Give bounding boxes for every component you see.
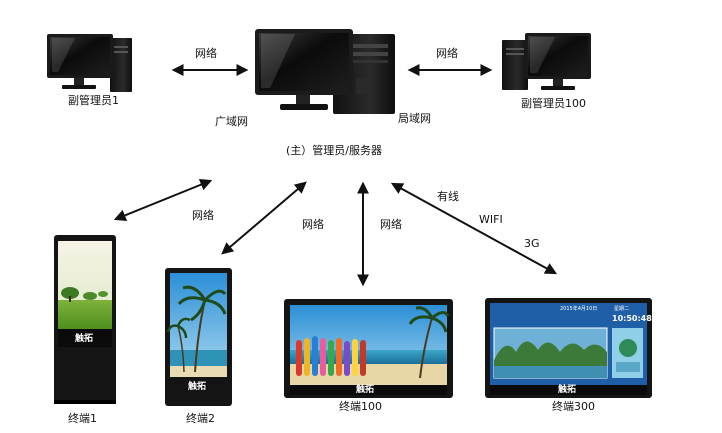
- client-computer-100: [502, 33, 591, 90]
- terminal100-touch-label: 触拓: [356, 385, 375, 395]
- terminal1-label: 终端1: [68, 412, 97, 425]
- link-label-wifi: WIFI: [479, 213, 503, 226]
- link-label-client1: 网络: [195, 47, 217, 60]
- terminal-2-device: [165, 268, 232, 406]
- terminal1-touch-label: 触拓: [75, 334, 94, 344]
- terminal300-time: 10:50:48: [612, 314, 652, 323]
- link-label-terminal100: 网络: [380, 218, 402, 231]
- terminal300-date: 2015年4月10日: [560, 306, 598, 312]
- link-label-wired: 有线: [437, 190, 459, 203]
- server-lan-label: 局域网: [398, 112, 431, 125]
- terminal-300-device: [485, 298, 652, 398]
- link-label-3g: 3G: [524, 237, 540, 250]
- terminal-100-device: [284, 299, 453, 398]
- link-label-client100: 网络: [436, 47, 458, 60]
- terminal100-label: 终端100: [339, 400, 382, 413]
- terminal300-touch-label: 触拓: [558, 385, 577, 395]
- server-wan-label: 广域网: [215, 115, 248, 128]
- arrow-server-terminal1: [113, 179, 213, 221]
- terminal2-touch-label: 触拓: [188, 382, 207, 392]
- terminal300-weekday: 星期二: [614, 306, 630, 312]
- terminal-1-device: [54, 235, 116, 404]
- server-label: (主）管理员/服务器: [286, 144, 382, 157]
- client1-label: 副管理员1: [68, 94, 119, 107]
- surfboards-graphic: [296, 336, 366, 376]
- arrow-server-terminal300: [390, 182, 558, 275]
- arrow-server-terminal2: [221, 181, 307, 255]
- connection-arrows: [113, 64, 558, 287]
- terminal2-label: 终端2: [186, 412, 215, 425]
- link-label-terminal2: 网络: [302, 218, 324, 231]
- client100-label: 副管理员100: [521, 97, 586, 110]
- server-computer: [255, 29, 395, 114]
- link-label-terminal1: 网络: [192, 209, 214, 222]
- client-computer-1: [47, 34, 132, 92]
- terminal300-label: 终端300: [552, 400, 595, 413]
